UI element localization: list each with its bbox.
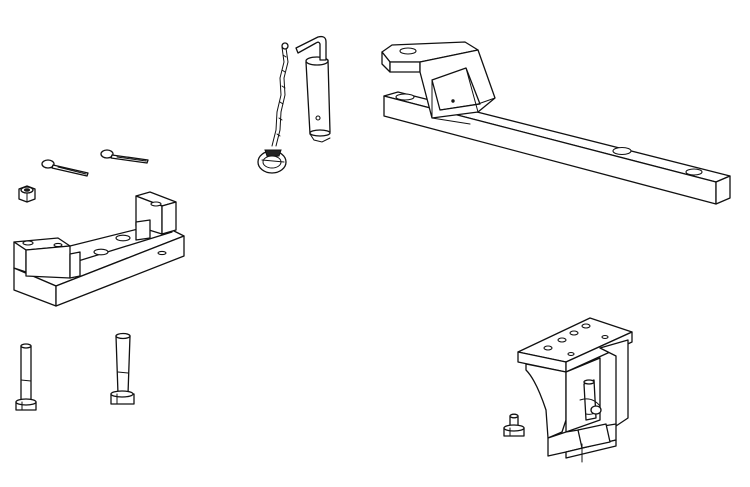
cotter-pin-icon (100, 149, 149, 164)
hex-nut-icon (18, 185, 36, 203)
hitch-pin-with-lanyard-icon (257, 35, 331, 174)
hex-bolt-icon (15, 343, 37, 411)
hitch-bracket-assembly-icon (503, 317, 633, 463)
cotter-pin-icon (41, 159, 89, 177)
drawbar-beam-icon (381, 41, 731, 205)
hex-bolt-icon (110, 332, 135, 405)
spacer-block-icon (13, 191, 185, 307)
